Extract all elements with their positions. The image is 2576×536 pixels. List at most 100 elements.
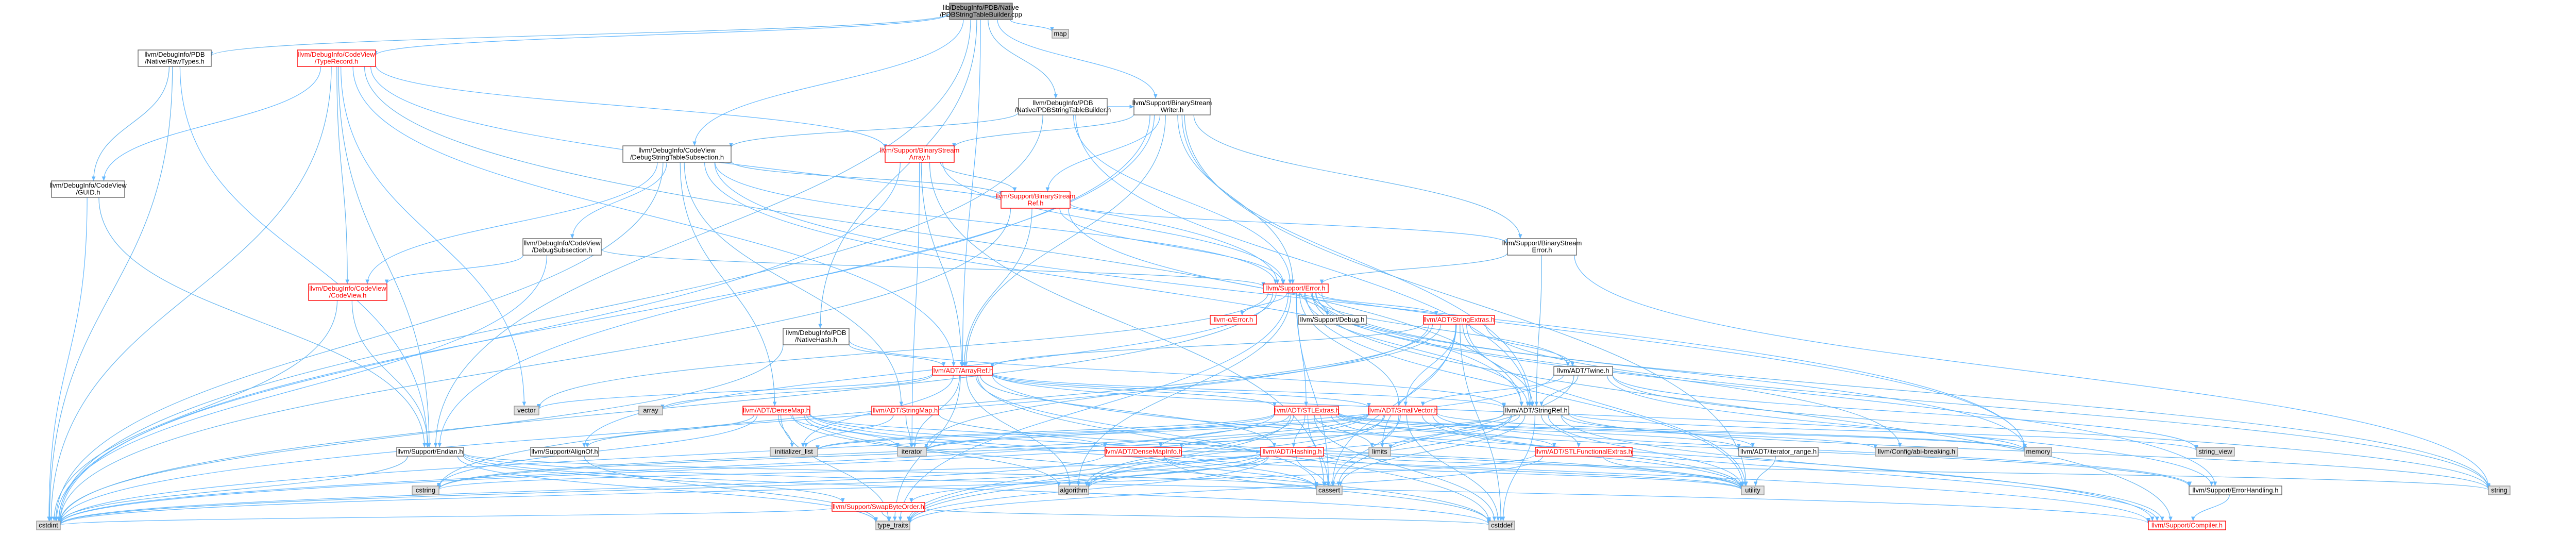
node-dsts-label-0: llvm/DebugInfo/CodeView (638, 146, 716, 154)
node-cerror-box (1210, 315, 1257, 325)
edge-arrayref-to-hashing (980, 375, 1277, 448)
node-endian-label-0: llvm/Support/Endian.h (397, 447, 463, 455)
node-vector[interactable]: vector (514, 406, 539, 415)
node-iterator[interactable]: iterator (897, 447, 927, 457)
edge-strext-to-smallvec (1403, 324, 1457, 407)
node-strext-box (1423, 315, 1495, 325)
node-stringmap-label-0: llvm/ADT/StringMap.h (873, 406, 938, 414)
edge-root-to-rawtypes (209, 13, 950, 57)
node-string[interactable]: string (2488, 485, 2511, 495)
node-stlextras[interactable]: llvm/ADT/STLExtras.h (1274, 406, 1340, 415)
edge-stlextras-to-memory (1338, 412, 2027, 451)
node-cstring-box (412, 485, 439, 495)
node-swapbyte[interactable]: llvm/Support/SwapByteOrder.h (832, 502, 925, 512)
node-utility-box (1741, 485, 1765, 495)
edge-pdbstb-to-dsts (729, 112, 1019, 148)
edge-dsts-to-memory (714, 162, 2027, 449)
edge-root-to-bsw (997, 19, 1158, 99)
node-cerror-label-0: llvm-c/Error.h (1214, 315, 1253, 323)
node-hashing[interactable]: llvm/ADT/Hashing.h (1260, 447, 1324, 457)
node-dmi-label-0: llvm/ADT/DenseMapInfo.h (1104, 447, 1182, 455)
edge-debugsub-to-cstdint (54, 255, 548, 522)
node-stlextras-label-0: llvm/ADT/STLExtras.h (1274, 406, 1340, 414)
edge-dsts-to-densemap (680, 162, 777, 407)
node-stringview[interactable]: string_view (2196, 447, 2235, 457)
edge-stringmap-to-initlist (804, 414, 894, 448)
node-typerecord[interactable]: llvm/DebugInfo/CodeView/TypeRecord.h (297, 49, 376, 67)
node-cassert[interactable]: cassert (1316, 485, 1343, 495)
node-string-box (2488, 485, 2511, 495)
node-smallvec[interactable]: llvm/ADT/SmallVector.h (1368, 406, 1438, 415)
node-limits[interactable]: limits (1368, 447, 1391, 457)
node-guid[interactable]: llvm/DebugInfo/CodeView/GUID.h (49, 180, 127, 198)
node-memory[interactable]: memory (2024, 447, 2052, 457)
node-dmi[interactable]: llvm/ADT/DenseMapInfo.h (1104, 447, 1182, 457)
edge-smallvec-to-cstdint (58, 413, 1369, 525)
node-abibreak[interactable]: llvm/Config/abi-breaking.h (1875, 447, 1958, 457)
edge-stlextras-to-limits (1314, 414, 1374, 448)
node-guid-label-0: llvm/DebugInfo/CodeView (49, 181, 127, 189)
node-iterrange[interactable]: llvm/ADT/iterator_range.h (1738, 447, 1819, 457)
edge-dmi-to-cassert (1164, 456, 1318, 488)
edge-densemap-to-cassert (806, 414, 1318, 489)
node-cstdint-box (36, 521, 61, 530)
node-cstdint[interactable]: cstdint (36, 521, 61, 530)
node-rawtypes[interactable]: llvm/DebugInfo/PDB/Native/RawTypes.h (138, 49, 212, 67)
node-alignof[interactable]: llvm/Support/AlignOf.h (530, 447, 599, 457)
node-rawtypes-box (138, 49, 212, 67)
edge-seh-to-compiler (2191, 494, 2230, 522)
node-map[interactable]: map (1052, 29, 1069, 39)
node-codeview[interactable]: llvm/DebugInfo/CodeView/CodeView.h (308, 283, 387, 301)
edge-dmi-to-cstdint (58, 454, 1106, 525)
node-stringmap[interactable]: llvm/ADT/StringMap.h (871, 406, 939, 415)
node-array[interactable]: array (638, 406, 663, 415)
node-algorithm[interactable]: algorithm (1058, 485, 1089, 495)
edge-stlextras-to-typetraits (906, 414, 1291, 522)
edge-stlextras-to-iterator (924, 413, 1275, 450)
node-seh[interactable]: llvm/Support/ErrorHandling.h (2189, 485, 2282, 495)
edge-twine-to-stringref (1539, 375, 1579, 407)
edge-strext-to-cstddef (1460, 324, 1503, 522)
node-typetraits[interactable]: type_traits (875, 521, 910, 530)
edge-stlextras-to-cstdint (58, 413, 1275, 525)
node-root[interactable]: lib/DebugInfo/PDB/Native/PDBStringTableB… (940, 3, 1022, 20)
node-map-label-0: map (1054, 29, 1066, 37)
node-error[interactable]: llvm/Support/Error.h (1263, 283, 1329, 293)
node-endian[interactable]: llvm/Support/Endian.h (396, 447, 464, 457)
node-stringref[interactable]: llvm/ADT/StringRef.h (1503, 406, 1569, 415)
node-bse-box (1507, 238, 1577, 256)
node-nhash[interactable]: llvm/DebugInfo/PDB/NativeHash.h (783, 328, 850, 345)
edge-bsw-to-error (1177, 114, 1295, 284)
node-typerecord-box (297, 49, 376, 67)
node-twine[interactable]: llvm/ADT/Twine.h (1553, 366, 1613, 376)
node-compiler[interactable]: llvm/Support/Compiler.h (2148, 521, 2226, 530)
node-debugsub-label-1: /DebugSubsection.h (532, 246, 592, 254)
node-debugsub[interactable]: llvm/DebugInfo/CodeView/DebugSubsection.… (522, 238, 602, 256)
node-cassert-label-0: cassert (1318, 486, 1340, 494)
node-pdbstb[interactable]: llvm/DebugInfo/PDB/Native/PDBStringTable… (1015, 98, 1111, 115)
node-stlfunc[interactable]: llvm/ADT/STLFunctionalExtras.h (1535, 447, 1633, 457)
edge-typerecord-to-guid (101, 66, 321, 181)
node-bsr-label-0: llvm/Support/BinaryStream (996, 192, 1076, 200)
node-cstddef[interactable]: cstddef (1488, 521, 1515, 530)
node-cstring[interactable]: cstring (412, 485, 439, 495)
node-iterrange-box (1738, 447, 1819, 457)
node-cerror[interactable]: llvm-c/Error.h (1210, 315, 1257, 325)
edge-arrayref-to-cstddef (977, 375, 1491, 522)
edge-smallvec-to-iterator (924, 413, 1369, 451)
edge-bsr-to-bse (1070, 203, 1510, 244)
node-strext[interactable]: llvm/ADT/StringExtras.h (1423, 315, 1495, 325)
edge-error-to-stringref (1304, 292, 1530, 407)
node-utility[interactable]: utility (1741, 485, 1765, 495)
edge-strext-to-iterator (924, 324, 1442, 448)
node-dsts[interactable]: llvm/DebugInfo/CodeView/DebugStringTable… (622, 145, 732, 163)
node-initlist[interactable]: initializer_list (770, 447, 818, 457)
node-densemap[interactable]: llvm/ADT/DenseMap.h (742, 406, 810, 415)
node-sdebug[interactable]: llvm/Support/Debug.h (1298, 315, 1367, 325)
edge-typerecord-to-bsa (375, 64, 887, 149)
node-arrayref[interactable]: llvm/ADT/ArrayRef.h (932, 366, 993, 376)
